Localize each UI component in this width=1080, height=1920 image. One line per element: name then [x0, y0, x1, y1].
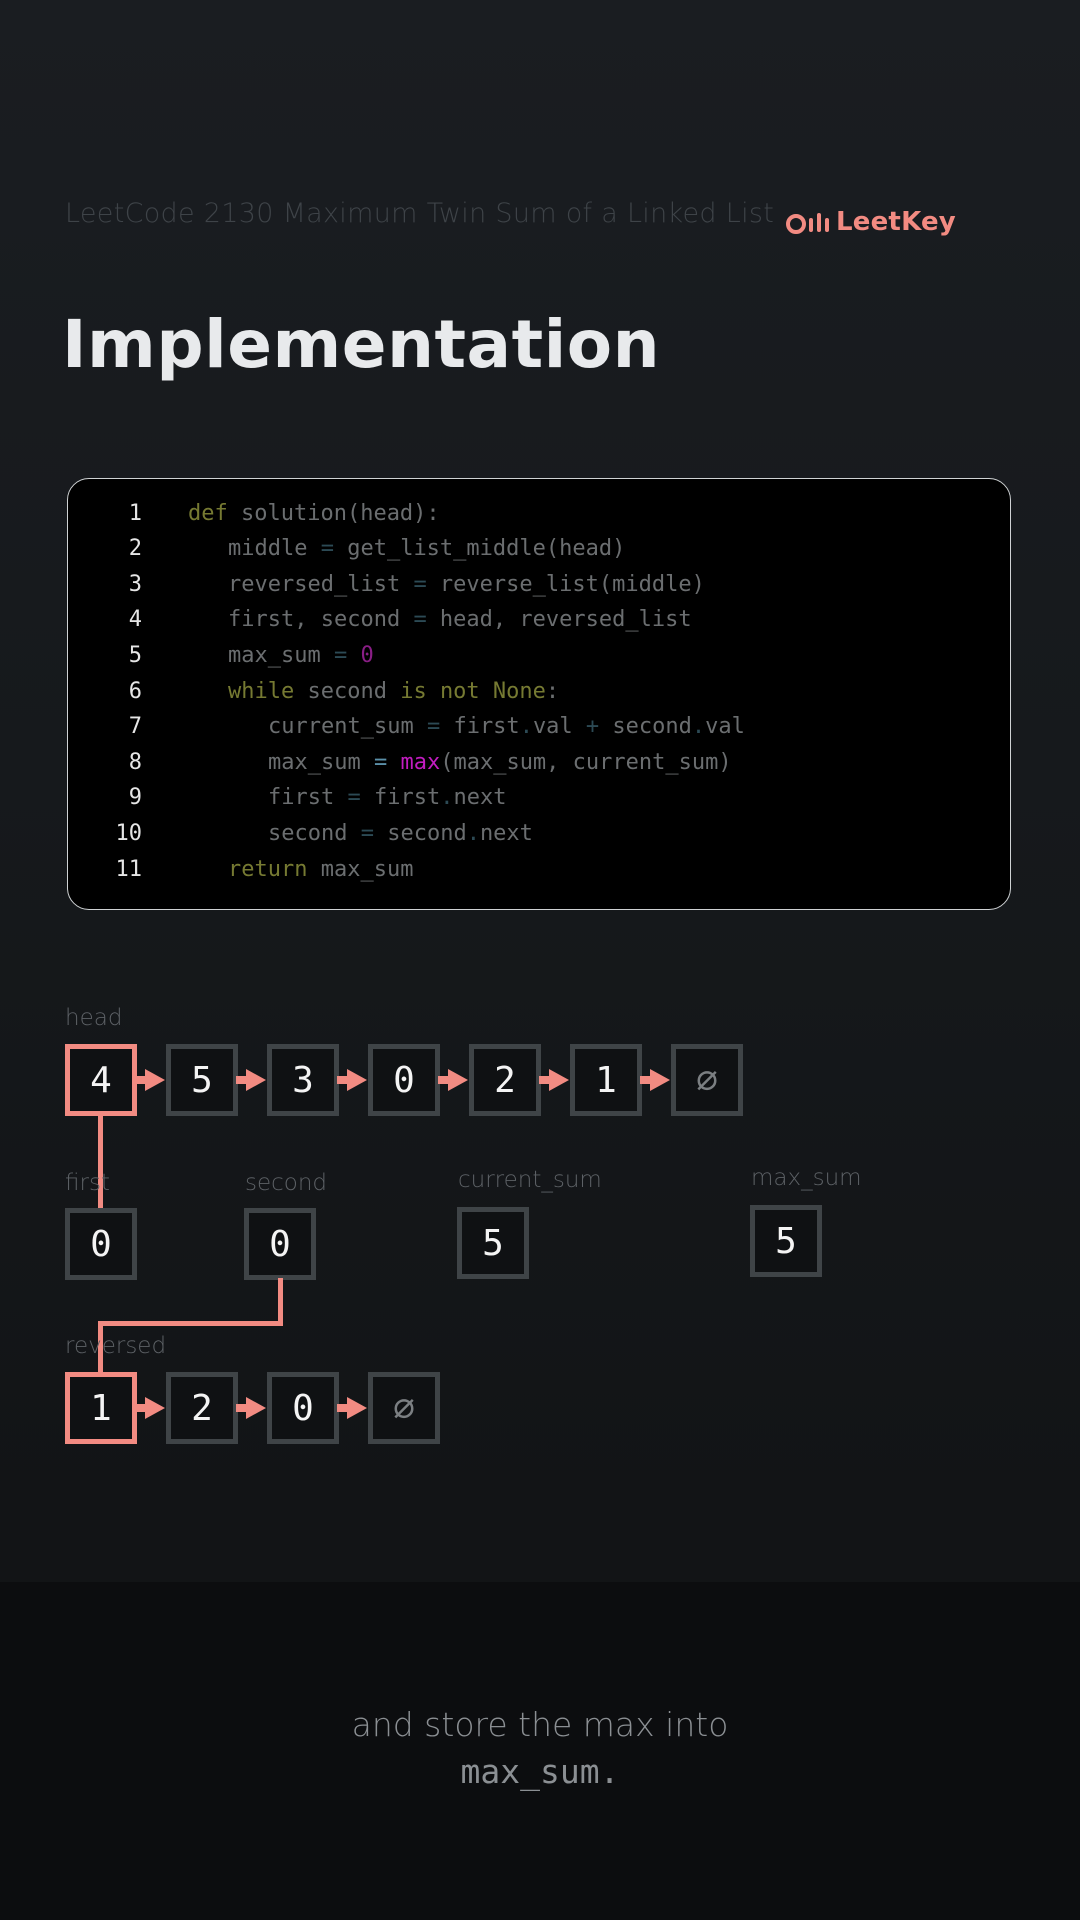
next-arrow-icon — [337, 1069, 367, 1091]
second-pointer-line-across — [98, 1321, 283, 1326]
line-number: 11 — [115, 856, 143, 882]
code-text: def solution(head): — [188, 500, 440, 526]
code-text: current_sum = first.val + second.val — [268, 714, 745, 740]
line-number: 5 — [128, 642, 142, 668]
page-title: Implementation — [62, 306, 661, 383]
code-line: 11 return max_sum — [68, 851, 414, 887]
max-sum-value-box: 5 — [750, 1205, 822, 1277]
list-node: 1 — [65, 1372, 137, 1444]
code-text: second = second.next — [268, 820, 533, 846]
second-pointer-line-down — [278, 1278, 283, 1326]
first-pointer-line — [98, 1114, 103, 1210]
next-arrow-icon — [640, 1069, 670, 1091]
line-number: 8 — [128, 749, 142, 775]
line-number: 4 — [128, 607, 142, 633]
second-pointer-line-into-reversed — [98, 1321, 103, 1376]
next-arrow-icon — [337, 1397, 367, 1419]
list-node: 2 — [166, 1372, 238, 1444]
code-line: 4 first, second = head, reversed_list — [68, 602, 692, 638]
problem-subtitle: LeetCode 2130 Maximum Twin Sum of a Link… — [65, 198, 775, 229]
code-line: 5 max_sum = 0 — [68, 637, 374, 673]
next-arrow-icon — [539, 1069, 569, 1091]
code-text: while second is not None: — [228, 678, 560, 704]
code-line: 1 def solution(head): — [68, 495, 440, 531]
line-number: 10 — [115, 820, 143, 846]
second-value-box: 0 — [244, 1208, 316, 1280]
caption-band — [0, 1582, 1080, 1920]
next-arrow-icon — [135, 1069, 165, 1091]
code-line: 9 first = first.next — [68, 780, 507, 816]
list-node: 3 — [267, 1044, 339, 1116]
line-number: 2 — [128, 536, 142, 562]
brand-logo: LeetKey — [786, 204, 956, 240]
line-number: 9 — [128, 785, 142, 811]
code-line: 3 reversed_list = reverse_list(middle) — [68, 566, 705, 602]
next-arrow-icon — [236, 1397, 266, 1419]
next-arrow-icon — [438, 1069, 468, 1091]
first-value-box: 0 — [65, 1208, 137, 1280]
list-node: 4 — [65, 1044, 137, 1116]
list-node: 0 — [267, 1372, 339, 1444]
first-label: first — [65, 1170, 110, 1196]
code-line: 2 middle = get_list_middle(head) — [68, 531, 626, 567]
code-line: 10 second = second.next — [68, 815, 533, 851]
list-node: 1 — [570, 1044, 642, 1116]
next-arrow-icon — [135, 1397, 165, 1419]
code-block: 1 def solution(head): 2 middle = get_list_m… — [67, 478, 1011, 910]
current-sum-value-box: 5 — [457, 1207, 529, 1279]
code-line: 8 max_sum = max(max_sum, current_sum) — [68, 744, 732, 780]
code-text: first = first.next — [268, 785, 507, 811]
current-sum-label: current_sum — [458, 1167, 602, 1193]
line-number: 7 — [128, 714, 142, 740]
caption-line-1: and store the max into — [351, 1705, 729, 1744]
brand-name: LeetKey — [836, 207, 956, 237]
sound-bars-icon — [786, 213, 829, 234]
list-node: 0 — [368, 1044, 440, 1116]
max-sum-label: max_sum — [751, 1165, 862, 1191]
list-node: 5 — [166, 1044, 238, 1116]
null-node: ∅ — [671, 1044, 743, 1116]
caption-line-2: max_sum. — [460, 1752, 620, 1791]
reversed-label: reversed — [65, 1333, 167, 1359]
null-node: ∅ — [368, 1372, 440, 1444]
line-number: 3 — [128, 571, 142, 597]
next-arrow-icon — [236, 1069, 266, 1091]
code-text: first, second = head, reversed_list — [228, 607, 692, 633]
list-node: 2 — [469, 1044, 541, 1116]
code-line: 7 current_sum = first.val + second.val — [68, 709, 745, 745]
code-text: max_sum = 0 — [228, 642, 374, 668]
code-text: return max_sum — [228, 856, 414, 882]
code-text: max_sum = max(max_sum, current_sum) — [268, 749, 732, 775]
head-label: head — [65, 1005, 123, 1031]
code-text: reversed_list = reverse_list(middle) — [228, 571, 705, 597]
second-label: second — [245, 1170, 328, 1196]
code-line: 6 while second is not None: — [68, 673, 559, 709]
code-text: middle = get_list_middle(head) — [228, 536, 626, 562]
line-number: 6 — [128, 678, 142, 704]
line-number: 1 — [128, 500, 142, 526]
